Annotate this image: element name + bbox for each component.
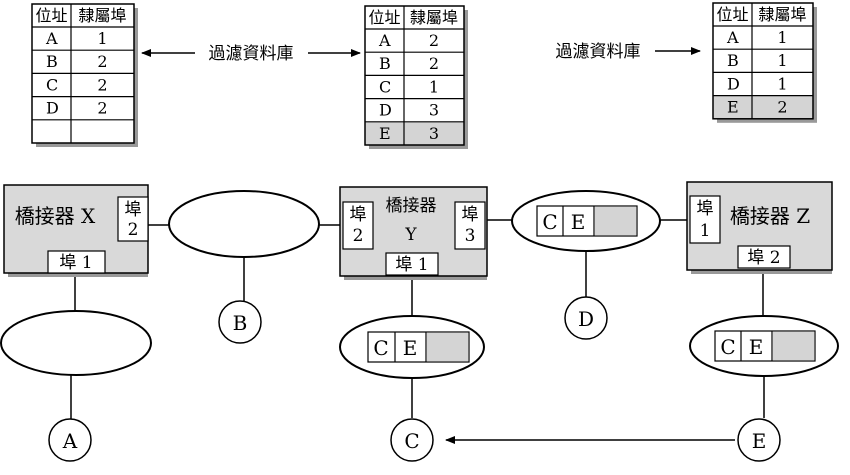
table-cell: 3: [429, 124, 439, 143]
table-cell: B: [727, 51, 739, 70]
table-highlight-row: [365, 121, 464, 145]
table-cell: 1: [97, 29, 107, 48]
bridge-x-port2-box: [117, 196, 149, 242]
table-cell: D: [379, 101, 392, 120]
table-cell: 1: [777, 74, 787, 93]
link-lines: [70, 219, 765, 420]
table-cell: B: [46, 52, 58, 71]
table-cell: 2: [97, 99, 107, 118]
bridge-z-port1-box: [689, 195, 721, 244]
lan-segment-c: C E: [339, 315, 485, 379]
frame-yz: C E: [536, 205, 638, 237]
host-d: D: [564, 296, 608, 340]
bridge-y-port3-char: 埠: [462, 205, 479, 225]
table-cell: 1: [777, 51, 787, 70]
host-a: A: [48, 418, 92, 462]
table-cell: 1: [429, 77, 439, 96]
bridge-y-title-line2: Y: [404, 225, 417, 245]
table-cell: 2: [429, 54, 439, 73]
bridge-x: 橋接器 X 埠 2 埠 1: [3, 184, 149, 277]
frame-yz-dest: C: [542, 210, 557, 234]
table-header-cell: 位址: [716, 5, 748, 24]
filter-db-label-1: 過濾資料庫: [209, 44, 294, 64]
frame-yz-src: E: [571, 210, 586, 234]
table-cell: C: [46, 75, 58, 94]
table-header-cell: 隸屬埠: [410, 8, 458, 27]
bridge-y-title-line1: 橋接器: [386, 196, 437, 216]
frame-z-port2-dest: C: [720, 335, 735, 359]
bridge-y-port3-num: 3: [465, 226, 476, 246]
table-cell: 2: [97, 52, 107, 71]
bridge-x-port2-char: 埠: [125, 200, 142, 220]
table-cell: D: [46, 99, 59, 118]
bridge-y-port2-char: 埠: [350, 205, 367, 225]
host-b: B: [218, 300, 262, 344]
bridge-y: 橋接器 Y 埠 2 埠 3 埠 1: [339, 186, 488, 280]
table-cell: C: [379, 77, 391, 96]
host-a-label: A: [62, 429, 78, 453]
filter-db-label-2: 過濾資料庫: [556, 42, 641, 62]
table-cell: 3: [429, 101, 439, 120]
lan-segment-a: [0, 310, 152, 376]
table-cell: 2: [97, 75, 107, 94]
table-header-cell: 位址: [35, 6, 67, 25]
table-cell: B: [379, 54, 391, 73]
bridge-x-title: 橋接器 X: [15, 204, 96, 228]
table-cell: 2: [777, 98, 787, 117]
bridge-z-port1-char: 埠: [697, 199, 714, 219]
bridge-y-port1-box: [385, 252, 439, 276]
filter-db-arrow-2: 過濾資料庫: [556, 42, 701, 62]
bridge-z-title: 橋接器 Z: [730, 204, 810, 228]
table-border: [712, 2, 814, 120]
bridge-z-port2: 埠 2: [747, 248, 780, 268]
table-cell: A: [45, 29, 58, 48]
frame-y-port1: C E: [367, 331, 470, 363]
lan-segment-e: C E: [689, 315, 839, 377]
table-cell: A: [726, 28, 739, 47]
bridge-y-port2-num: 2: [353, 226, 364, 246]
table-header-cell: 位址: [368, 8, 400, 27]
table-highlight-row: [713, 95, 813, 119]
table-header-cell: 隸屬埠: [78, 6, 126, 25]
table-cell: 1: [777, 28, 787, 47]
frame-y-port1-src: E: [403, 336, 418, 360]
host-c-label: C: [404, 429, 419, 453]
bridge-y-port1: 埠 1: [395, 255, 428, 275]
host-e: E: [737, 418, 781, 462]
lan-segment-yz: C E: [511, 190, 661, 252]
table-cell: A: [378, 31, 391, 50]
bridge-z: 橋接器 Z 埠 1 埠 2: [686, 181, 833, 274]
host-d-label: D: [578, 307, 594, 331]
bridge-x-port1-box: [47, 250, 106, 274]
bridge-y-port3-box: [454, 201, 486, 250]
table-cell: E: [379, 124, 391, 143]
frame-z-port2: C E: [714, 330, 816, 362]
bridge-z-port2-box: [737, 245, 791, 269]
host-b-label: B: [233, 311, 248, 335]
bridge-y-port2-box: [342, 201, 374, 250]
table-cell: 2: [429, 31, 439, 50]
bridge-z-port1-num: 1: [700, 221, 711, 241]
frame-z-port2-src: E: [749, 335, 764, 359]
host-c: C: [390, 418, 434, 462]
bridge-x-port1: 埠 1: [59, 253, 92, 273]
bridge-x-port2-num: 2: [128, 220, 139, 240]
table-cell: E: [727, 98, 739, 117]
filter-db-arrow-1: 過濾資料庫: [141, 44, 361, 64]
frame-y-port1-dest: C: [373, 336, 388, 360]
lan-segment-bx: [168, 190, 320, 258]
table-header-cell: 隸屬埠: [758, 5, 806, 24]
table-cell: D: [727, 74, 740, 93]
host-e-label: E: [752, 429, 767, 453]
